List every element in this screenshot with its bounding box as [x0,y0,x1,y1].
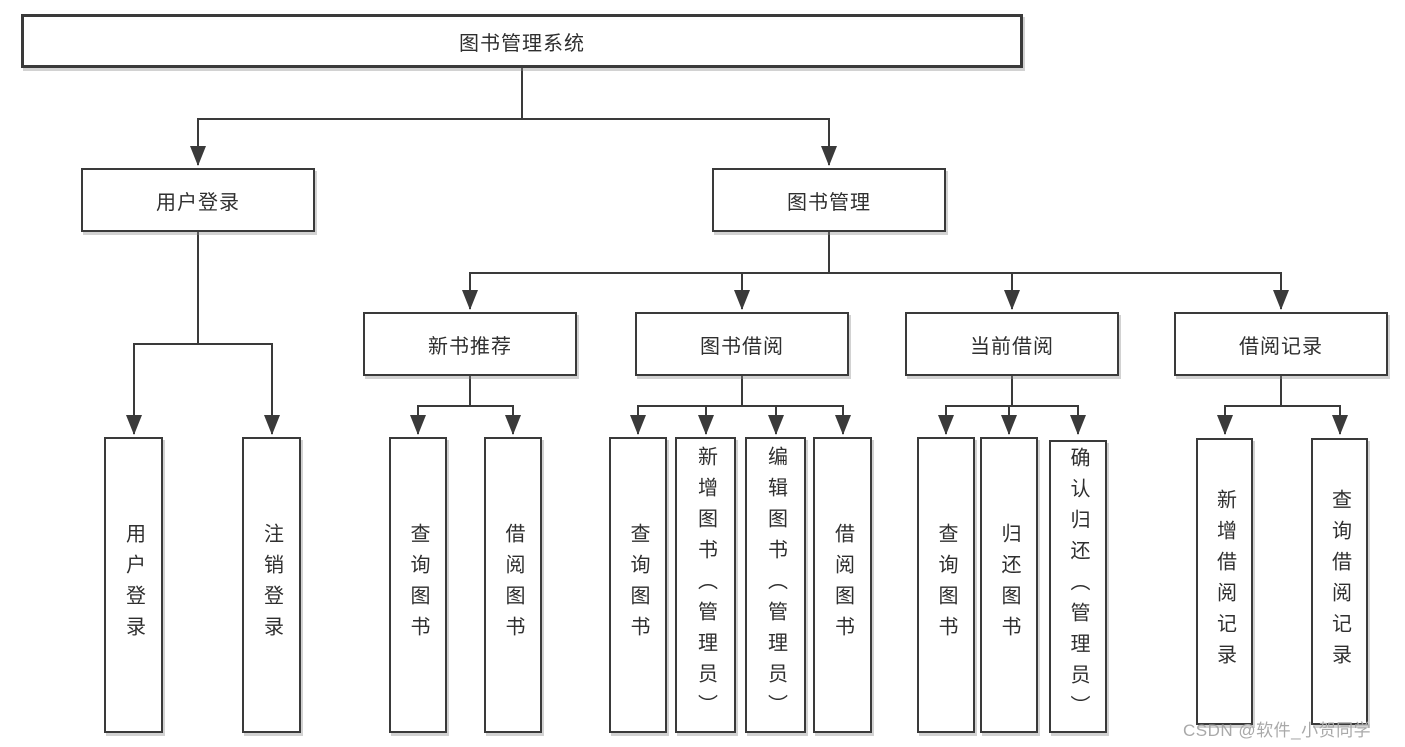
leaf-borrow-books-recommend: 借阅图书 [484,437,542,733]
csdn-watermark: CSDN @软件_小贺同学 [1183,721,1372,740]
node-label: 图书借阅 [700,335,784,358]
node-label: 图书管理系统 [459,32,585,55]
node-label: 查询图书 [935,523,957,647]
node-label: 当前借阅 [970,335,1054,358]
leaf-return-book: 归还图书 [980,437,1038,733]
node-label: 用户登录 [122,523,145,647]
node-label: 查询图书 [407,523,429,647]
leaf-query-books-current: 查询图书 [917,437,975,733]
node-current-borrowing: 当前借阅 [905,312,1119,376]
leaf-add-borrow-record: 新增借阅记录 [1196,438,1253,725]
node-label: 用户登录 [156,191,240,214]
node-label: 图书管理 [787,191,871,214]
node-user-login: 用户登录 [81,168,315,232]
node-book-management: 图书管理 [712,168,946,232]
leaf-add-book-admin: 新增图书（管理员） [675,437,736,733]
leaf-query-borrow-record: 查询借阅记录 [1311,438,1368,725]
node-label: 新增图书（管理员） [694,445,717,725]
node-label: 借阅图书 [502,523,524,647]
node-borrowing-records: 借阅记录 [1174,312,1388,376]
node-label: 确认归还（管理员） [1067,447,1089,726]
node-label: 借阅图书 [831,523,854,647]
node-library-management-system: 图书管理系统 [21,14,1023,68]
node-label: 借阅记录 [1239,335,1323,358]
node-label: 新增借阅记录 [1213,488,1236,675]
leaf-query-books-borrow: 查询图书 [609,437,667,733]
leaf-logout: 注销登录 [242,437,301,733]
node-label: 查询借阅记录 [1328,488,1351,675]
node-label: 新书推荐 [428,335,512,358]
leaf-user-login: 用户登录 [104,437,163,733]
leaf-confirm-return-admin: 确认归还（管理员） [1049,440,1107,733]
leaf-edit-book-admin: 编辑图书（管理员） [745,437,806,733]
node-label: 查询图书 [627,523,649,647]
node-label: 归还图书 [998,523,1020,647]
node-new-book-recommend: 新书推荐 [363,312,577,376]
leaf-query-books-recommend: 查询图书 [389,437,447,733]
node-book-borrowing: 图书借阅 [635,312,849,376]
node-label: 注销登录 [260,523,283,647]
node-label: 编辑图书（管理员） [764,445,787,725]
leaf-borrow-books: 借阅图书 [813,437,872,733]
